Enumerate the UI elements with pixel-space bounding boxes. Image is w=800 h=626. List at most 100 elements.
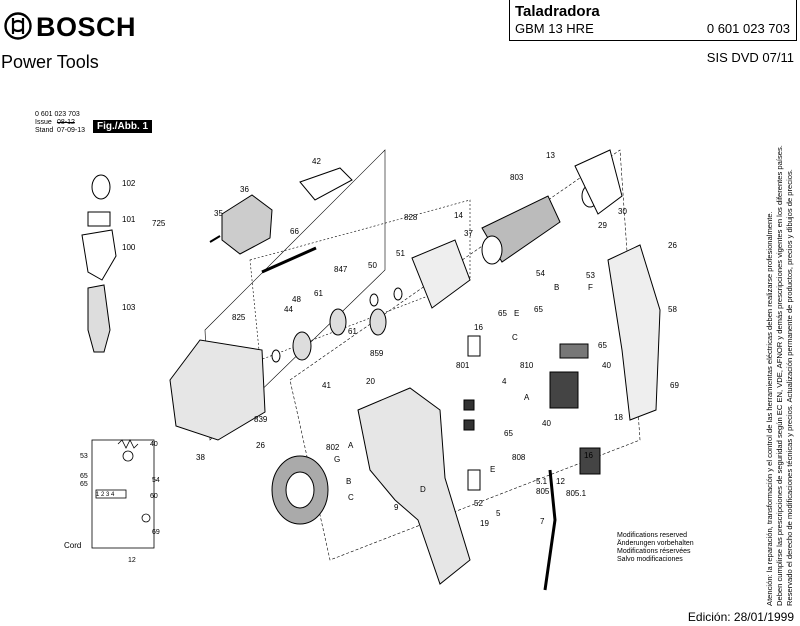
callout-13: 847 xyxy=(334,265,348,274)
legal-line-2: Deben cumplirse las prescripciones de se… xyxy=(775,145,784,606)
figure-badge: Fig./Abb. 1 xyxy=(93,120,153,133)
callout-69: 6 xyxy=(0,0,5,2)
callout-49: 26 xyxy=(256,441,265,450)
callout-76: 69 xyxy=(0,0,9,2)
callout-23: 26 xyxy=(668,241,677,250)
callout-54: C xyxy=(348,493,354,502)
callout-43: 4 xyxy=(502,377,507,386)
model-name: GBM 13 HRE xyxy=(515,21,594,36)
brush-holder-16b xyxy=(467,469,481,491)
callout-64: 5.1 xyxy=(536,477,548,486)
carbon-brush-a xyxy=(463,399,475,411)
end-cap xyxy=(574,149,623,215)
callout-35: 65 xyxy=(598,341,607,350)
callout-61: 16 xyxy=(584,451,593,460)
callout-22: 29 xyxy=(598,221,607,230)
callout-50: 802 xyxy=(326,443,340,452)
chuck xyxy=(221,194,273,255)
mod-line-3: Modifications réservées xyxy=(617,548,691,555)
chuck-key xyxy=(261,246,317,274)
callout-42: 40 xyxy=(602,361,611,370)
callout-27: 65 xyxy=(498,309,507,318)
title-box: Taladradora GBM 13 HRE 0 601 023 703 xyxy=(509,0,797,41)
wiring-label-3: 65 xyxy=(80,481,88,488)
callout-16: 828 xyxy=(404,213,418,222)
callout-48: 38 xyxy=(196,453,205,462)
callout-14: 50 xyxy=(368,261,377,270)
wiring-cord-label: Cord xyxy=(64,541,81,550)
callout-41: 810 xyxy=(520,361,534,370)
stand-label: Stand xyxy=(35,127,54,134)
callout-73: 65 xyxy=(0,0,9,2)
callout-38: 41 xyxy=(322,381,331,390)
callout-63: 805.1 xyxy=(566,489,587,498)
callout-21: 30 xyxy=(618,207,627,216)
callout-55: D xyxy=(420,485,426,494)
bearing-50b xyxy=(369,293,379,307)
callout-15: 51 xyxy=(396,249,405,258)
callout-40: 801 xyxy=(456,361,470,370)
callout-71: 53 xyxy=(0,0,9,2)
cord-clamp xyxy=(579,447,601,475)
callout-36: 58 xyxy=(668,305,677,314)
issue-label: Issue xyxy=(35,119,52,126)
brand-name: BOSCH xyxy=(36,12,137,42)
callout-5: 101 xyxy=(122,215,136,224)
callout-18: 37 xyxy=(464,229,473,238)
callout-17: 14 xyxy=(454,211,463,220)
wiring-box xyxy=(91,439,155,549)
callout-34: F xyxy=(588,283,593,292)
document-code: SIS DVD 07/11 xyxy=(706,50,794,65)
wiring-label-2: 65 xyxy=(80,473,88,480)
callout-70: 40 xyxy=(0,0,9,2)
issue-meta: 0 601 023 703 Issue 08-12 Stand 07-09-13 xyxy=(35,111,85,135)
field-bore xyxy=(285,471,315,509)
callout-10: 44 xyxy=(284,305,293,314)
gear-48 xyxy=(292,331,312,361)
brush-holders xyxy=(463,335,481,491)
callout-60: 52 xyxy=(474,499,483,508)
switch-module xyxy=(559,343,589,359)
callout-31: E xyxy=(514,309,519,318)
gear-case xyxy=(169,339,266,441)
part-number: 0 601 023 703 xyxy=(706,21,790,36)
vertical-legal-note: Atención: la reparación, transformación … xyxy=(765,145,794,606)
side-handle-assembly xyxy=(81,174,117,353)
handle-clamp-ring xyxy=(91,174,111,200)
armature xyxy=(481,149,623,265)
callout-45: 40 xyxy=(542,419,551,428)
callout-29: 54 xyxy=(536,269,545,278)
callout-53: B xyxy=(346,477,351,486)
callout-47: 69 xyxy=(670,381,679,390)
callout-62: 12 xyxy=(556,477,565,486)
wiring-diagram xyxy=(91,439,155,549)
gear-train xyxy=(271,287,403,363)
callout-44: A xyxy=(524,393,530,402)
callout-19: 803 xyxy=(510,173,524,182)
callout-3: 66 xyxy=(290,227,299,236)
callout-2: 35 xyxy=(214,209,223,218)
chuck-assembly xyxy=(209,167,353,274)
callout-39: 20 xyxy=(366,377,375,386)
modifications-note: Modifications reserved Änderungen vorbeh… xyxy=(617,532,694,564)
power-cord xyxy=(543,469,557,591)
legal-line-1: Atención: la reparación, transformación … xyxy=(765,211,774,606)
terminal-strip xyxy=(95,489,127,499)
callout-28: 53 xyxy=(586,271,595,280)
stand-value: 07-09-13 xyxy=(56,127,85,134)
callout-0: 42 xyxy=(312,157,321,166)
brush-holder-16a xyxy=(467,335,481,357)
callout-77: 12 xyxy=(0,0,9,2)
callout-26: 16 xyxy=(474,323,483,332)
callout-72: 65 xyxy=(0,0,9,2)
callout-30: 65 xyxy=(534,305,543,314)
callout-6: 100 xyxy=(122,243,136,252)
callout-74: 54 xyxy=(0,0,9,2)
edition-date: Edición: 28/01/1999 xyxy=(687,610,794,624)
wiring-label-6: 69 xyxy=(152,529,160,536)
callout-1: 36 xyxy=(240,185,249,194)
bearing-51 xyxy=(393,287,403,301)
